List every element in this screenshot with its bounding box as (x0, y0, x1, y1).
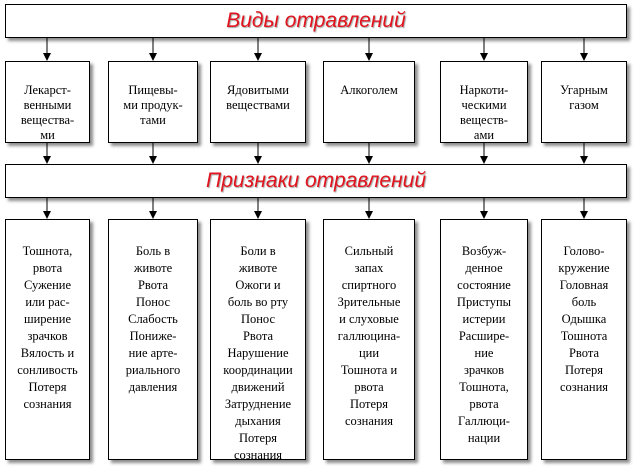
category-label: Алкоголем (340, 83, 398, 97)
signs-box-carbon-monoxide: Голово- кружение Головная боль Одышка То… (541, 219, 627, 460)
signs-box-poisons: Боли в животе Ожоги и боль во рту Понос … (210, 219, 306, 462)
category-label: Ядовитыми веществами (226, 83, 290, 112)
signs-box-medicines: Тошнота, рвота Сужение или рас- ширение … (5, 219, 90, 460)
category-box-carbon-monoxide: Угарным газом (541, 61, 627, 143)
title-banner: Виды отравлений (5, 4, 627, 38)
title-text: Виды отравлений (226, 9, 406, 32)
category-label: Наркоти- ческими веществ- ами (459, 83, 509, 142)
category-box-food: Пищевы- ми продук- тами (108, 61, 198, 143)
subtitle-text: Признаки отравлений (206, 169, 426, 192)
category-label: Угарным газом (560, 83, 608, 112)
category-box-alcohol: Алкоголем (323, 61, 415, 143)
signs-text: Боль в животе Рвота Понос Слабость Пониж… (125, 244, 181, 394)
signs-text: Сильный запах спиртного Зрительные и слу… (337, 244, 401, 428)
subtitle-banner: Признаки отравлений (5, 164, 627, 198)
category-box-medicines: Лекарст- венными вещества- ми (5, 61, 90, 143)
signs-text: Возбуж- денное состояние Приступы истери… (456, 244, 512, 445)
signs-box-alcohol: Сильный запах спиртного Зрительные и слу… (323, 219, 415, 460)
signs-box-drugs: Возбуж- денное состояние Приступы истери… (440, 219, 528, 460)
signs-box-food: Боль в животе Рвота Понос Слабость Пониж… (108, 219, 198, 460)
signs-text: Боли в животе Ожоги и боль во рту Понос … (223, 244, 293, 462)
category-label: Пищевы- ми продук- тами (123, 83, 183, 127)
category-label: Лекарст- венными вещества- ми (20, 83, 75, 142)
signs-text: Голово- кружение Головная боль Одышка То… (558, 244, 610, 394)
category-box-drugs: Наркоти- ческими веществ- ами (440, 61, 528, 143)
category-box-poisons: Ядовитыми веществами (210, 61, 306, 143)
signs-text: Тошнота, рвота Сужение или рас- ширение … (17, 244, 78, 411)
